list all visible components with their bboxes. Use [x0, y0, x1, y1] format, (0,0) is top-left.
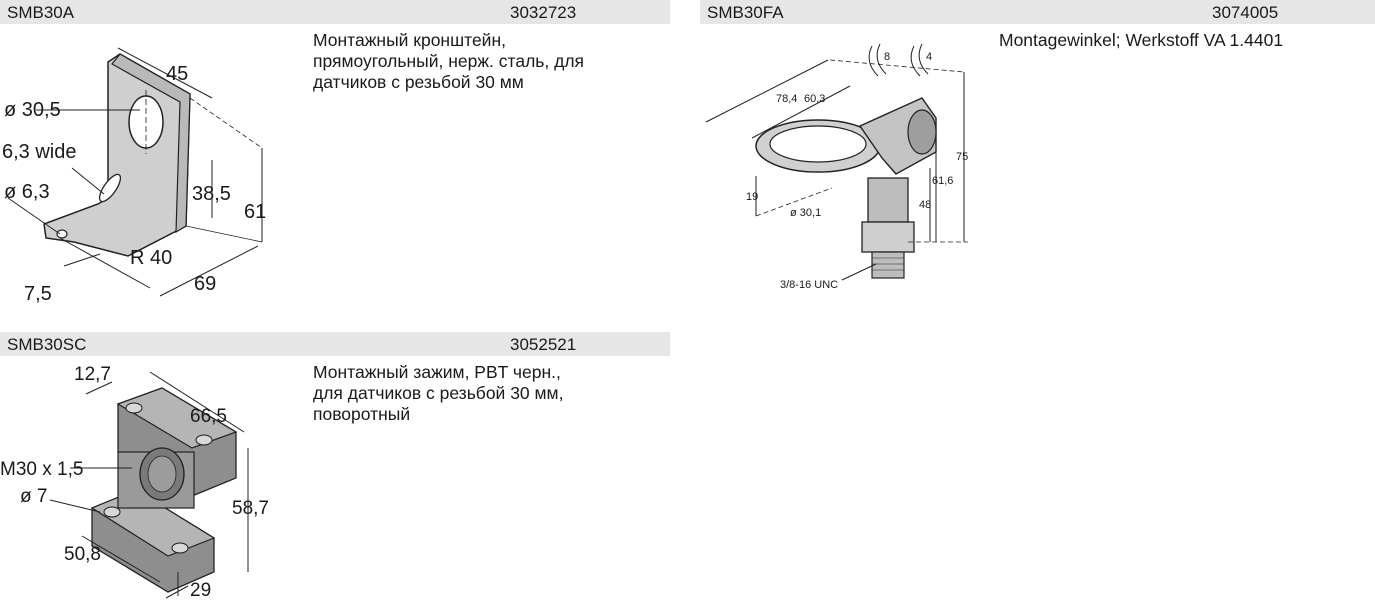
dim-label: 48 — [919, 199, 931, 211]
product-header: SMB30A 3032723 — [0, 0, 670, 24]
dim-label: ø 30,5 — [4, 99, 61, 121]
product-card-smb30a: SMB30A 3032723 Монтажный кронштейн, прям… — [0, 0, 680, 320]
dim-label: 38,5 — [192, 183, 231, 205]
dim-label: 75 — [956, 151, 968, 163]
bracket-drawing: 45 ø 30,5 6,3 wide ø 6,3 38,5 61 R 40 7,… — [2, 47, 266, 305]
dim-label: M30 x 1,5 — [0, 459, 83, 480]
dim-label: 7,5 — [24, 283, 52, 305]
dim-label: 6,3 wide — [2, 141, 77, 163]
dim-label: 61 — [244, 201, 266, 223]
dim-label: ø 7 — [20, 486, 47, 507]
dim-label: 29 — [190, 580, 211, 600]
product-code: 3052521 — [510, 335, 577, 354]
clamp-drawing: 12,7 66,5 M30 x 1,5 ø 7 58,7 50,8 29 — [0, 364, 269, 600]
product-model: SMB30A — [7, 3, 75, 22]
dim-label: ø 6,3 — [4, 181, 50, 203]
product-card-smb30sc: SMB30SC 3052521 Монтажный зажим, PBT чер… — [0, 332, 680, 600]
dim-label: 78,4 — [776, 93, 797, 105]
dim-label: 4 — [926, 51, 932, 63]
dim-label: 61,6 — [932, 175, 953, 187]
dim-label: 8 — [884, 51, 890, 63]
product-code: 3032723 — [510, 3, 577, 22]
dim-label: ø 30,1 — [790, 207, 821, 219]
product-card-smb30fa: SMB30FA 3074005 Montagewinkel; Werkstoff… — [700, 0, 1375, 320]
product-header: SMB30SC 3052521 — [0, 332, 670, 356]
dim-label: 50,8 — [64, 544, 101, 565]
dim-label: 45 — [166, 63, 188, 85]
dim-label: 60,3 — [804, 93, 825, 105]
dim-label: 19 — [746, 191, 758, 203]
dim-label: 69 — [194, 273, 216, 295]
dim-label: R 40 — [130, 247, 172, 269]
dim-label: 3/8-16 UNC — [780, 279, 838, 290]
product-description: Montagewinkel; Werkstoff VA 1.4401 — [999, 30, 1284, 50]
product-code: 3074005 — [1212, 3, 1279, 22]
product-description: Монтажный зажим, PBT черн., для датчиков… — [313, 362, 564, 424]
dim-label: 12,7 — [74, 364, 111, 385]
product-header: SMB30FA 3074005 — [700, 0, 1375, 24]
product-model: SMB30SC — [7, 335, 87, 354]
product-model: SMB30FA — [707, 3, 784, 22]
dim-label: 58,7 — [232, 498, 269, 519]
dim-label: 66,5 — [190, 406, 227, 427]
product-description: Монтажный кронштейн, прямоугольный, нерж… — [313, 30, 585, 92]
bracket-drawing: 8 4 78,4 60,3 75 61,6 48 19 ø 30,1 3/8-1… — [705, 43, 968, 290]
